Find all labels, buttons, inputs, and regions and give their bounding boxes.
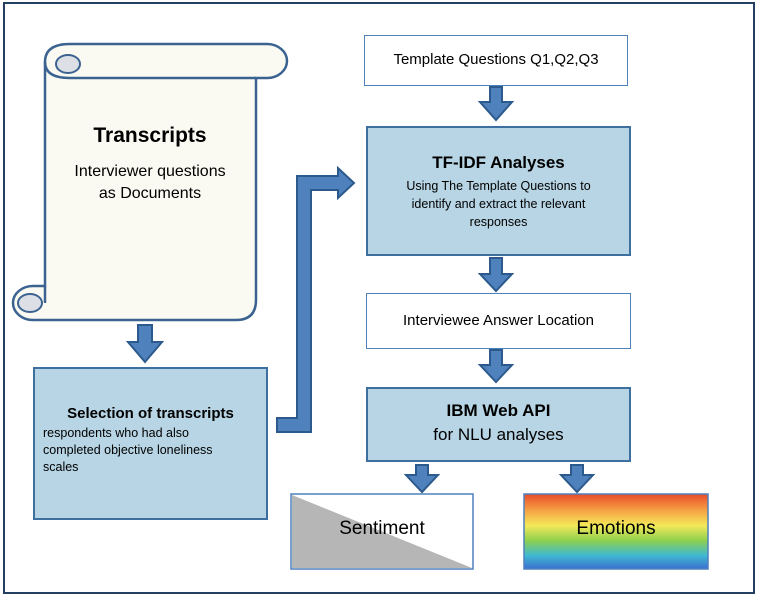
selection-box: Selection of transcripts respondents who… (33, 367, 268, 520)
selection-text-line3: scales (43, 460, 79, 474)
arrow-scroll-to-selection (125, 324, 165, 364)
arrow-selection-to-tfidf (276, 165, 356, 433)
sentiment-box (290, 493, 474, 570)
arrow-answer-to-ibm (477, 349, 515, 384)
tfidf-text-line1: Using The Template Questions to (406, 179, 591, 193)
arrow-template-to-tfidf (477, 86, 515, 122)
emotions-label: Emotions (576, 518, 656, 539)
selection-text-line1: respondents who had also (43, 426, 189, 440)
answer-location-label: Interviewee Answer Location (403, 312, 594, 329)
selection-title: Selection of transcripts (67, 405, 234, 422)
arrow-ibm-to-emotions (558, 464, 596, 494)
selection-text-line2: completed objective loneliness (43, 443, 213, 457)
arrow-tfidf-to-answer (477, 257, 515, 293)
tfidf-text-line3: responses (469, 215, 528, 229)
transcripts-text: Transcripts Interviewer questions as Doc… (50, 124, 250, 224)
transcripts-scroll (11, 42, 289, 322)
transcripts-subtitle-line1: Interviewer questions (74, 163, 226, 180)
arrow-ibm-to-sentiment (403, 464, 441, 494)
transcripts-title: Transcripts (93, 124, 207, 147)
ibm-title: IBM Web API (446, 401, 551, 420)
template-questions-label: Template Questions Q1,Q2,Q3 (393, 51, 599, 68)
transcripts-subtitle-line2: as Documents (98, 185, 202, 202)
tfidf-box: TF-IDF Analyses Using The Template Quest… (366, 126, 631, 256)
tfidf-text-line2: identify and extract the relevant (411, 197, 586, 211)
ibm-subtitle: for NLU analyses (433, 425, 564, 444)
template-questions-box: Template Questions Q1,Q2,Q3 (364, 35, 628, 86)
sentiment-label: Sentiment (339, 518, 425, 539)
tfidf-title: TF-IDF Analyses (432, 153, 565, 172)
answer-location-box: Interviewee Answer Location (366, 293, 631, 349)
emotions-box (523, 493, 709, 570)
ibm-box: IBM Web API for NLU analyses (366, 387, 631, 462)
